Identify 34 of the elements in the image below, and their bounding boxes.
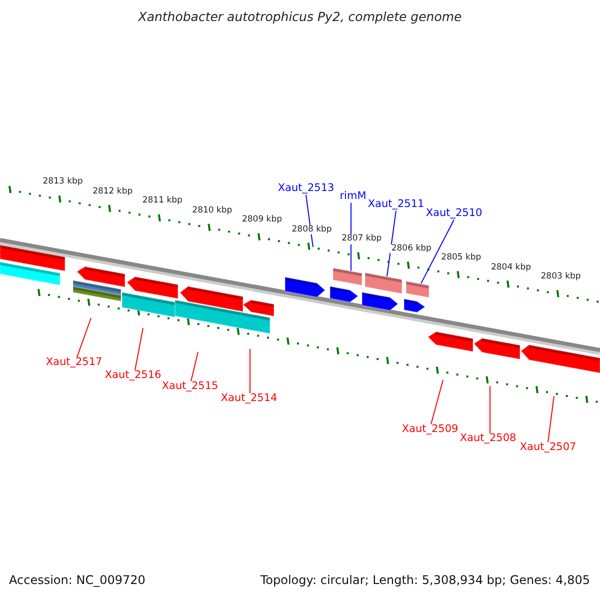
gene-label: Xaut_2508: [460, 433, 516, 445]
gene-label: Xaut_2507: [520, 442, 576, 454]
leader-line: [76, 318, 92, 358]
gene-label: Xaut_2514: [220, 393, 278, 405]
chart-title: Xanthobacter autotrophicus Py2, complete genome: [136, 10, 463, 24]
gene-label: Xaut_2515: [162, 381, 218, 393]
gene-feature: [364, 272, 402, 294]
leader-line: [548, 396, 554, 443]
scale-label: 2812 kbp: [92, 187, 134, 197]
scale-label: 2807 kbp: [340, 234, 383, 244]
scale-label: 2811 kbp: [141, 196, 184, 206]
scale-label: 2809 kbp: [240, 216, 284, 225]
leader-line: [190, 352, 198, 382]
accession-text: Accession: NC_009720: [9, 574, 146, 588]
scale-label: 2805 kbp: [440, 253, 482, 263]
gene-label: rimM: [340, 191, 366, 203]
scale-label: 2806 kbp: [390, 244, 432, 254]
scale-label: 2804 kbp: [490, 262, 532, 272]
genome-info-text: Topology: circular; Length: 5,308,934 bp; Genes: 4,805: [260, 574, 590, 588]
leader-line: [134, 328, 144, 371]
leader-line: [430, 380, 444, 425]
gene-feature: [332, 267, 362, 286]
gene-label: Xaut_2509: [402, 424, 458, 436]
leader-line: [420, 219, 454, 284]
gene-label: Xaut_2516: [104, 370, 162, 382]
gene-label: Xaut_2513: [278, 183, 334, 195]
scale-label: 2813 kbp: [42, 178, 84, 188]
gene-label: Xaut_2517: [46, 357, 102, 369]
gene-feature: [406, 280, 430, 298]
gene-label: Xaut_2511: [368, 199, 424, 211]
scale-label: 2803 kbp: [540, 272, 582, 282]
scale-label: 2810 kbp: [191, 206, 234, 216]
scale-label: 2808 kbp: [290, 225, 333, 234]
gene-label: Xaut_2510: [426, 208, 482, 220]
